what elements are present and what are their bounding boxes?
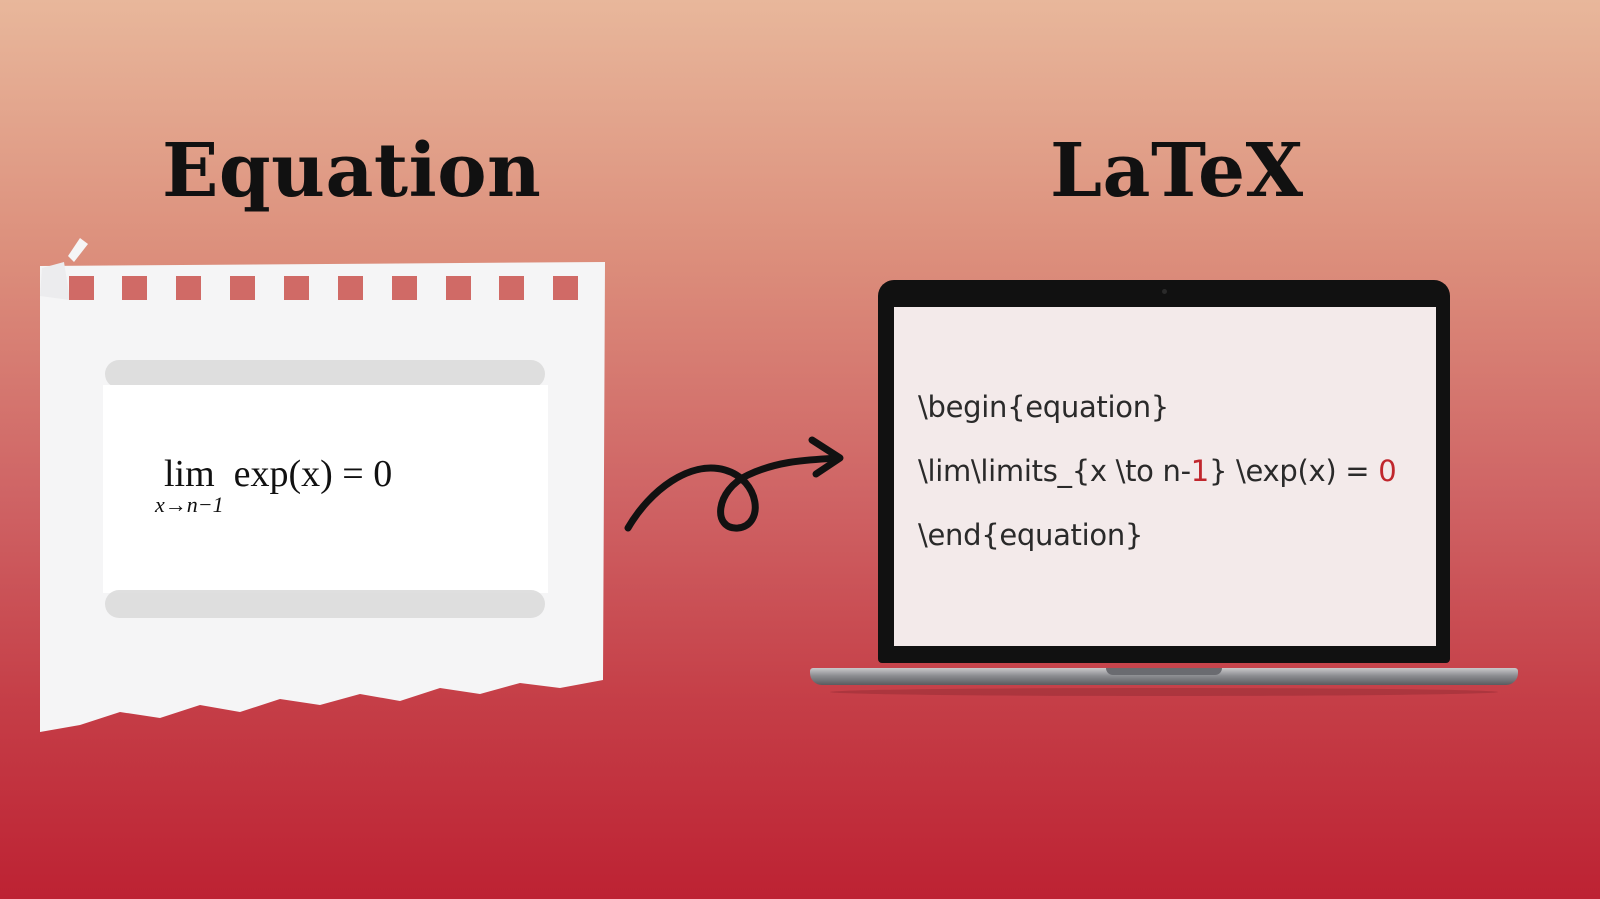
lim-text: lim — [163, 453, 215, 495]
latex-heading: LaTeX — [1050, 128, 1304, 214]
latex-line-end: \end{equation} — [918, 518, 1144, 552]
lim-subscript: x→n−1 — [155, 492, 224, 517]
tape-strip-bottom — [105, 590, 545, 618]
latex-number-one: 1 — [1190, 454, 1209, 488]
equation-expression: exp(x) = 0 — [233, 453, 393, 495]
camera-icon — [1162, 289, 1167, 294]
laptop-notch — [1106, 668, 1222, 675]
latex-limit-prefix: \lim\limits_{x \to n- — [918, 454, 1191, 488]
laptop-shadow — [830, 688, 1498, 696]
tape-strip-top — [105, 360, 545, 388]
rendered-equation: lim x→n−1 exp(x) = 0 — [155, 452, 393, 517]
laptop-base — [810, 668, 1518, 685]
latex-number-zero: 0 — [1378, 454, 1397, 488]
limit-operator: lim x→n−1 — [155, 453, 224, 517]
equation-box — [103, 385, 548, 593]
curly-arrow-icon — [624, 436, 844, 532]
latex-line-limit: \lim\limits_{x \to n-1} \exp(x) = 0 — [918, 454, 1397, 488]
equation-heading: Equation — [162, 128, 542, 214]
laptop-display — [894, 307, 1436, 646]
notepad-paper: lim x→n−1 exp(x) = 0 — [0, 0, 700, 899]
latex-line-begin: \begin{equation} — [918, 390, 1169, 424]
latex-limit-mid: } \exp(x) = — [1208, 454, 1379, 488]
